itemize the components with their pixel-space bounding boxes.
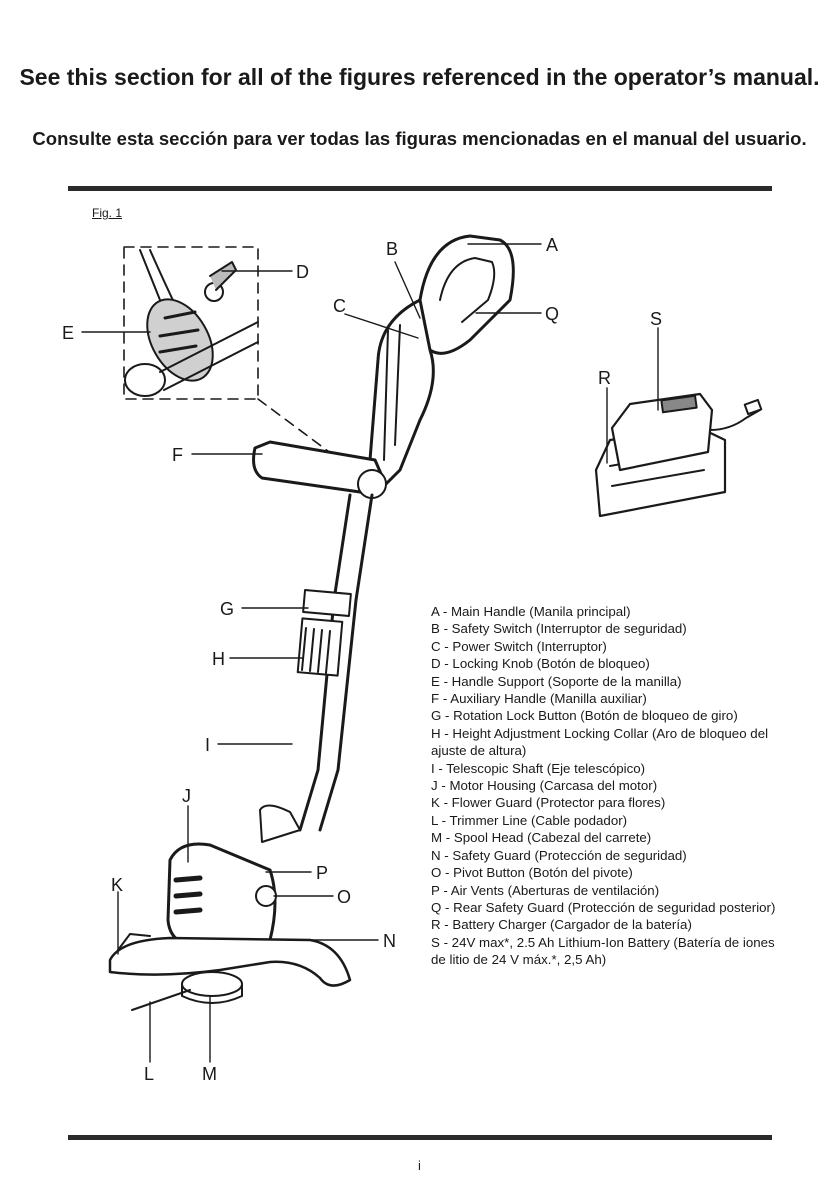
- callout-b: B: [386, 239, 398, 259]
- callout-a: A: [546, 235, 558, 255]
- legend-item-n: N - Safety Guard (Protección de segurida…: [431, 847, 687, 863]
- legend-item-e: E - Handle Support (Soporte de la manill…: [431, 673, 682, 689]
- callout-c: C: [333, 296, 346, 316]
- page-number: i: [418, 1158, 421, 1173]
- legend-item-d: D - Locking Knob (Botón de bloqueo): [431, 656, 650, 672]
- parts-legend: A - Main Handle (Manila principal) B - S…: [431, 603, 791, 969]
- legend-item-p: P - Air Vents (Aberturas de ventilación): [431, 882, 660, 898]
- callout-k: K: [111, 875, 123, 895]
- legend-item-l: L - Trimmer Line (Cable podador): [431, 812, 628, 828]
- callout-f: F: [172, 445, 183, 465]
- legend-item-a: A - Main Handle (Manila principal): [431, 604, 631, 619]
- callout-h: H: [212, 649, 225, 669]
- bottom-divider: [68, 1135, 772, 1140]
- callout-i: I: [205, 735, 210, 755]
- callout-g: G: [220, 599, 234, 619]
- legend-item-b: B - Safety Switch (Interruptor de seguri…: [431, 621, 687, 637]
- page-title-english: See this section for all of the figures …: [19, 64, 820, 90]
- page-title-spanish: Consulte esta sección para ver todas las…: [32, 128, 807, 149]
- legend-item-s: S - 24V max*, 2.5 Ah Lithium-Ion Battery…: [431, 934, 775, 968]
- callout-s: S: [650, 309, 662, 329]
- callout-o: O: [337, 887, 351, 907]
- callout-n: N: [383, 931, 396, 951]
- callout-m: M: [202, 1064, 217, 1084]
- legend-item-h: H - Height Adjustment Locking Collar (Ar…: [431, 725, 769, 759]
- figure-label: Fig. 1: [92, 206, 123, 220]
- callout-j: J: [182, 786, 191, 806]
- callout-r: R: [598, 368, 611, 388]
- legend-item-c: C - Power Switch (Interruptor): [431, 638, 607, 654]
- callout-d: D: [296, 262, 309, 282]
- legend-item-o: O - Pivot Button (Botón del pivote): [431, 865, 633, 881]
- legend-item-r: R - Battery Charger (Cargador de la bate…: [431, 917, 692, 933]
- callout-q: Q: [545, 304, 559, 324]
- legend-item-g: G - Rotation Lock Button (Botón de bloqu…: [431, 708, 738, 724]
- callout-p: P: [316, 863, 328, 883]
- legend-item-q: Q - Rear Safety Guard (Protección de seg…: [431, 899, 776, 915]
- top-divider: [68, 186, 772, 191]
- legend-item-m: M - Spool Head (Cabezal del carrete): [431, 830, 652, 846]
- legend-item-f: F - Auxiliary Handle (Manilla auxiliar): [431, 691, 647, 707]
- legend-item-k: K - Flower Guard (Protector para flores): [431, 795, 666, 811]
- callout-e: E: [62, 323, 74, 343]
- legend-item-i: I - Telescopic Shaft (Eje telescópico): [431, 760, 646, 776]
- legend-item-j: J - Motor Housing (Carcasa del motor): [431, 778, 658, 794]
- callout-l: L: [144, 1064, 154, 1084]
